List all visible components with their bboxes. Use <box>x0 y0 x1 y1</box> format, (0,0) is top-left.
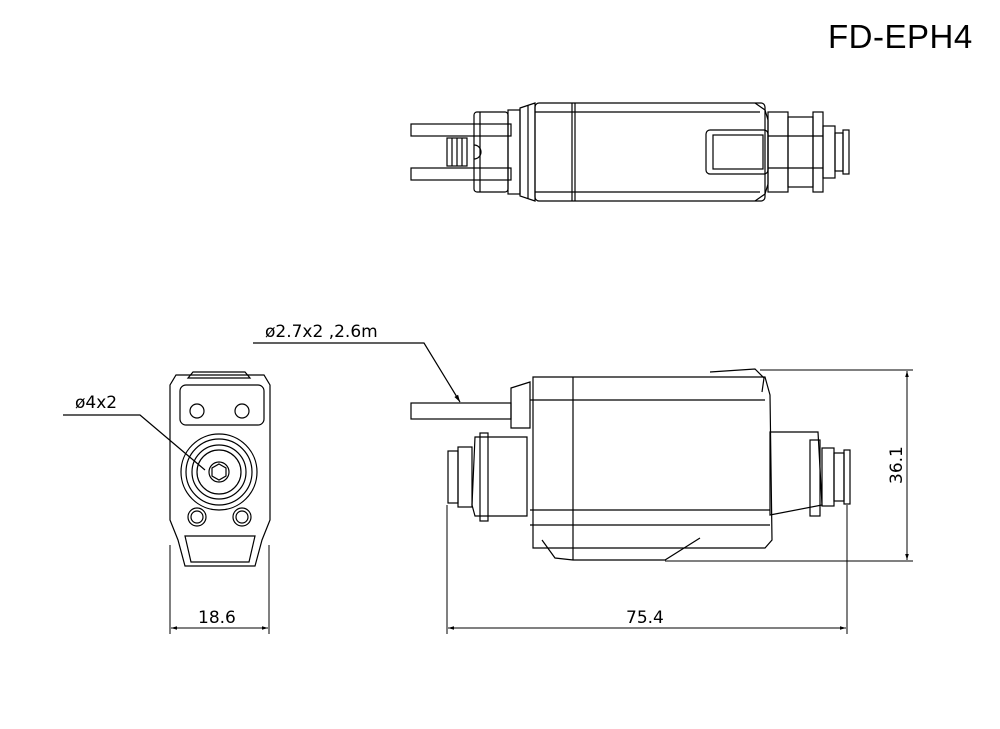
model-title: FD-EPH4 <box>828 18 973 55</box>
tube-callout: ø4x2 <box>75 393 117 413</box>
tube-callout-leader <box>63 414 206 471</box>
cable-callout-leader <box>253 342 461 403</box>
top-view <box>410 102 850 202</box>
dimension-side-length-label: 75.4 <box>626 608 664 628</box>
dimension-side-height-label: 36.1 <box>887 446 907 484</box>
side-view <box>410 368 851 561</box>
cable-callout: ø2.7x2 ,2.6m <box>265 322 378 342</box>
dimension-front-width-label: 18.6 <box>198 608 236 628</box>
dimension-side-height <box>665 369 913 562</box>
dimension-front-width <box>169 545 270 634</box>
dimension-side-length <box>446 505 848 634</box>
front-view <box>169 371 271 567</box>
